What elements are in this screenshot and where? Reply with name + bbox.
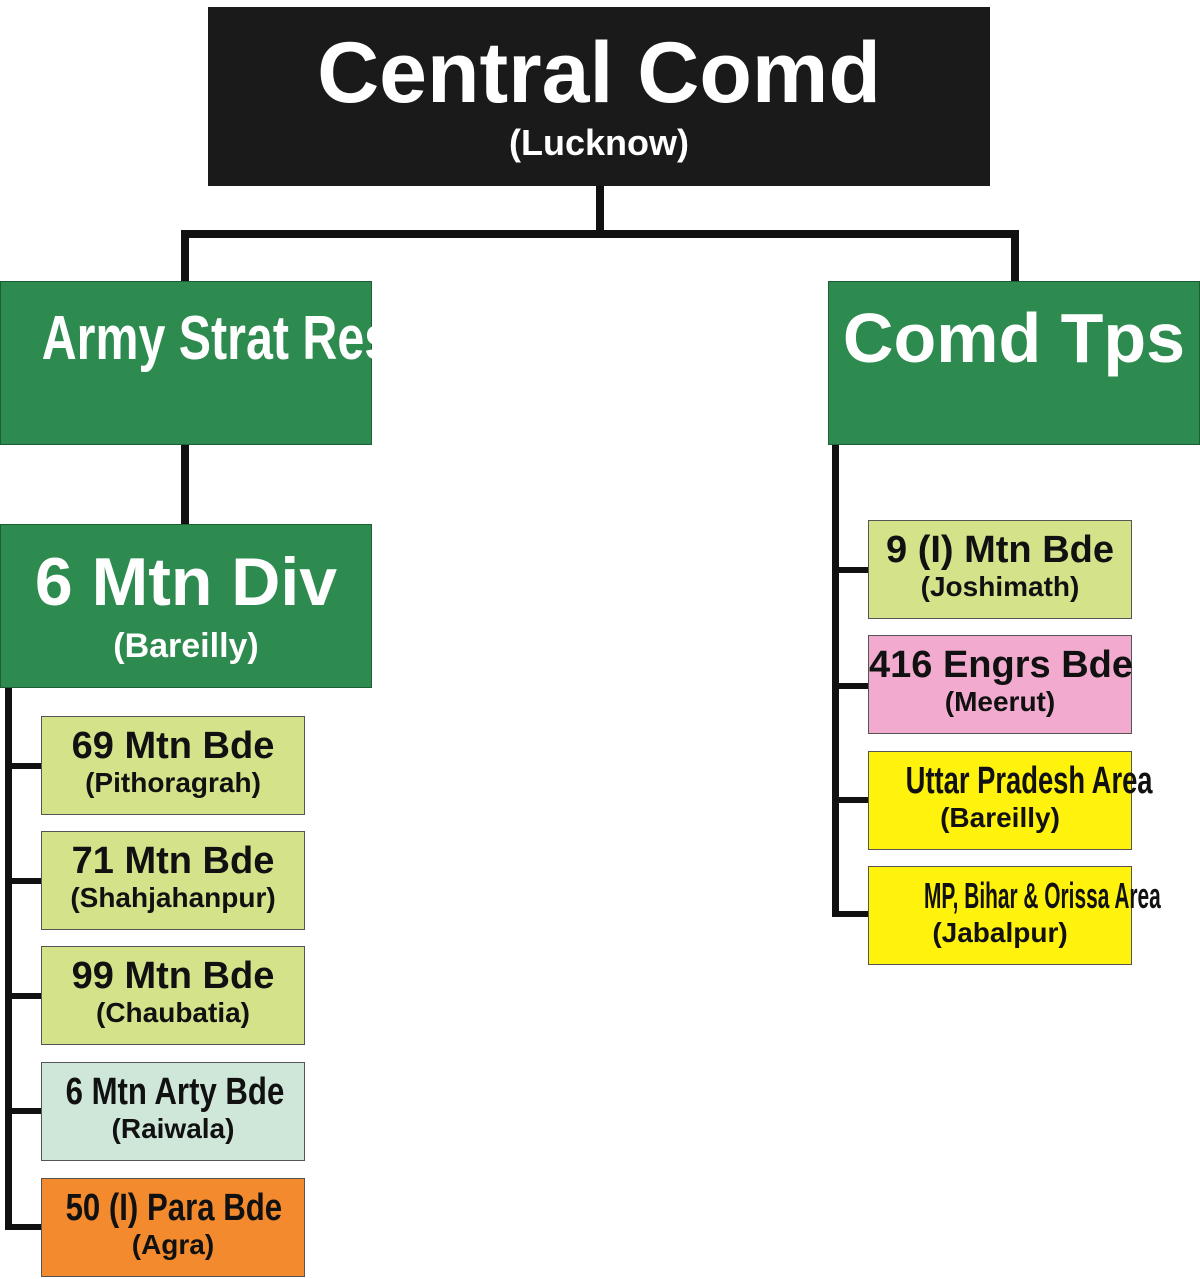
connector-comd-branch [832, 797, 868, 803]
unit-name: 69 Mtn Bde [71, 725, 275, 767]
div-unit-node: 6 Mtn Arty Bde (Raiwala) [41, 1062, 305, 1161]
unit-name: 9 (I) Mtn Bde [886, 529, 1114, 571]
node-title: 6 Mtn Div [34, 544, 338, 620]
unit-location: (Jabalpur) [932, 917, 1068, 948]
div-unit-node: 50 (I) Para Bde (Agra) [41, 1178, 305, 1277]
unit-name: 99 Mtn Bde [71, 955, 275, 997]
comd-unit-node: Uttar Pradesh Area (Bareilly) [868, 751, 1153, 850]
unit-name: 6 Mtn Arty Bde [65, 1071, 285, 1113]
connector-to-army-strat-res [181, 230, 189, 282]
div-unit-node: 99 Mtn Bde (Chaubatia) [41, 946, 305, 1045]
unit-location: (Shahjahanpur) [70, 882, 276, 913]
connector-div-branch [5, 1108, 41, 1114]
connector-comd-spine [832, 445, 839, 917]
unit-location: (Joshimath) [920, 571, 1080, 602]
unit-location: (Agra) [131, 1229, 215, 1260]
unit-name: MP, Bihar & Orissa Area [924, 875, 1161, 916]
unit-location: (Bareilly) [940, 802, 1060, 833]
unit-name: 50 (I) Para Bde [65, 1187, 283, 1229]
connector-div-spine [5, 688, 12, 1230]
node-title: Army Strat Res [41, 304, 392, 373]
connector-div-branch [5, 763, 41, 769]
node-title: Comd Tps [842, 299, 1186, 377]
unit-location: (Pithoragrah) [85, 767, 261, 798]
comd-unit-node: 416 Engrs Bde (Meerut) [868, 635, 1133, 734]
div-unit-node: 71 Mtn Bde (Shahjahanpur) [41, 831, 305, 930]
node-location: (Bareilly) [113, 627, 259, 665]
div-unit-node: 69 Mtn Bde (Pithoragrah) [41, 716, 305, 815]
comd-unit-node: 9 (I) Mtn Bde (Joshimath) [868, 520, 1132, 619]
connector-asr-to-div [181, 445, 189, 525]
unit-location: (Raiwala) [111, 1113, 235, 1144]
army-strat-res-node: Army Strat Res [0, 281, 392, 445]
mtn-div-node: 6 Mtn Div (Bareilly) [0, 524, 372, 688]
unit-name: Uttar Pradesh Area [905, 760, 1153, 802]
connector-div-branch [5, 878, 41, 884]
connector-comd-branch [832, 911, 868, 917]
unit-name: 416 Engrs Bde [869, 644, 1133, 686]
node-location: (Lucknow) [509, 122, 689, 163]
connector-div-branch [5, 1224, 41, 1230]
unit-location: (Meerut) [944, 686, 1056, 717]
connector-div-branch [5, 993, 41, 999]
connector-comd-branch [832, 567, 868, 573]
node-title: Central Comd [317, 25, 881, 121]
connector-to-comd-tps [1011, 230, 1019, 282]
connector-horizontal-bar [181, 230, 1019, 238]
connector-root-down [596, 186, 604, 234]
central-comd-node: Central Comd (Lucknow) [208, 7, 990, 186]
unit-name: 71 Mtn Bde [71, 840, 275, 882]
unit-location: (Chaubatia) [96, 997, 250, 1028]
connector-comd-branch [832, 683, 868, 689]
comd-tps-node: Comd Tps [828, 281, 1200, 445]
comd-unit-node: MP, Bihar & Orissa Area (Jabalpur) [868, 866, 1161, 965]
